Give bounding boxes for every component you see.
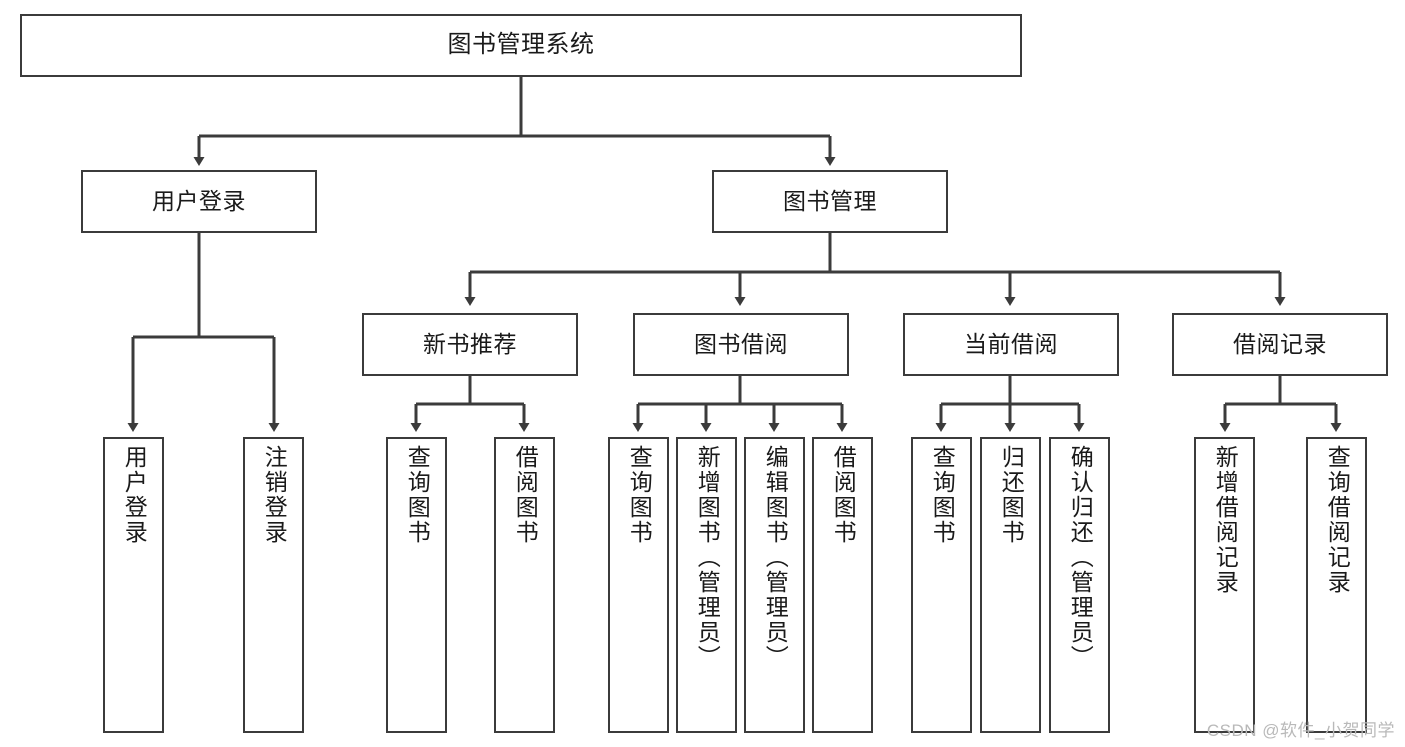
node-leaf-query-record[interactable]: 查询借阅记录	[1306, 437, 1367, 733]
node-leaf-user-login-label: 用户登录	[121, 445, 148, 545]
node-current-borrow[interactable]: 当前借阅	[903, 313, 1119, 376]
node-leaf-add-book-label: 新增图书（管理员）	[694, 445, 721, 670]
node-new-book-recommend[interactable]: 新书推荐	[362, 313, 578, 376]
node-leaf-query-book-3-label: 查询图书	[929, 445, 956, 545]
node-root[interactable]: 图书管理系统	[20, 14, 1022, 77]
node-leaf-borrow-book-1[interactable]: 借阅图书	[494, 437, 555, 733]
node-leaf-add-record[interactable]: 新增借阅记录	[1194, 437, 1255, 733]
node-book-borrow-label: 图书借阅	[694, 330, 788, 357]
node-leaf-add-record-label: 新增借阅记录	[1212, 445, 1239, 595]
node-book-borrow[interactable]: 图书借阅	[633, 313, 849, 376]
node-leaf-logout-label: 注销登录	[261, 445, 288, 545]
node-user-login-label: 用户登录	[152, 187, 246, 214]
node-leaf-query-book-2[interactable]: 查询图书	[608, 437, 669, 733]
node-leaf-edit-book-label: 编辑图书（管理员）	[762, 445, 789, 670]
node-leaf-user-login[interactable]: 用户登录	[103, 437, 164, 733]
node-user-login[interactable]: 用户登录	[81, 170, 317, 233]
node-leaf-borrow-book-1-label: 借阅图书	[512, 445, 539, 545]
node-root-label: 图书管理系统	[447, 31, 595, 59]
node-leaf-confirm-return-label: 确认归还（管理员）	[1067, 445, 1094, 670]
node-leaf-add-book[interactable]: 新增图书（管理员）	[676, 437, 737, 733]
watermark: CSDN @软件_小贺同学	[1206, 721, 1395, 740]
node-leaf-query-record-label: 查询借阅记录	[1324, 445, 1351, 595]
node-borrow-record[interactable]: 借阅记录	[1172, 313, 1388, 376]
node-borrow-record-label: 借阅记录	[1233, 330, 1327, 357]
node-leaf-return-book[interactable]: 归还图书	[980, 437, 1041, 733]
node-leaf-query-book-1[interactable]: 查询图书	[386, 437, 447, 733]
node-leaf-logout[interactable]: 注销登录	[243, 437, 304, 733]
node-leaf-confirm-return[interactable]: 确认归还（管理员）	[1049, 437, 1110, 733]
node-leaf-borrow-book-2[interactable]: 借阅图书	[812, 437, 873, 733]
node-current-borrow-label: 当前借阅	[964, 330, 1058, 357]
node-leaf-return-book-label: 归还图书	[998, 445, 1025, 545]
node-leaf-query-book-3[interactable]: 查询图书	[911, 437, 972, 733]
node-leaf-borrow-book-2-label: 借阅图书	[830, 445, 857, 545]
node-book-management[interactable]: 图书管理	[712, 170, 948, 233]
node-leaf-query-book-1-label: 查询图书	[404, 445, 431, 545]
node-book-management-label: 图书管理	[783, 187, 877, 214]
node-leaf-edit-book[interactable]: 编辑图书（管理员）	[744, 437, 805, 733]
node-leaf-query-book-2-label: 查询图书	[626, 445, 653, 545]
node-new-book-recommend-label: 新书推荐	[423, 330, 517, 357]
